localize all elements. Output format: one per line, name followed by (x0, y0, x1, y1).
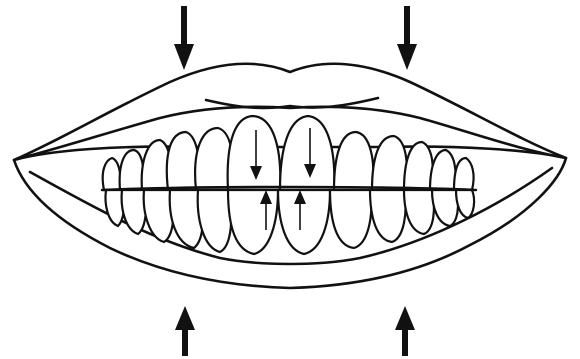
arrow-down-left (174, 6, 194, 70)
tooth (334, 132, 373, 190)
arrow-up-left (175, 306, 195, 356)
upper-teeth (103, 116, 474, 190)
tooth (195, 128, 232, 190)
upper-right-central-incisor (280, 116, 334, 190)
tooth (103, 158, 121, 190)
tooth (372, 136, 407, 190)
tooth (167, 132, 199, 190)
arrow-up-right (395, 306, 415, 356)
arrow-down-right (397, 6, 417, 70)
upper-left-central-incisor (228, 116, 281, 190)
